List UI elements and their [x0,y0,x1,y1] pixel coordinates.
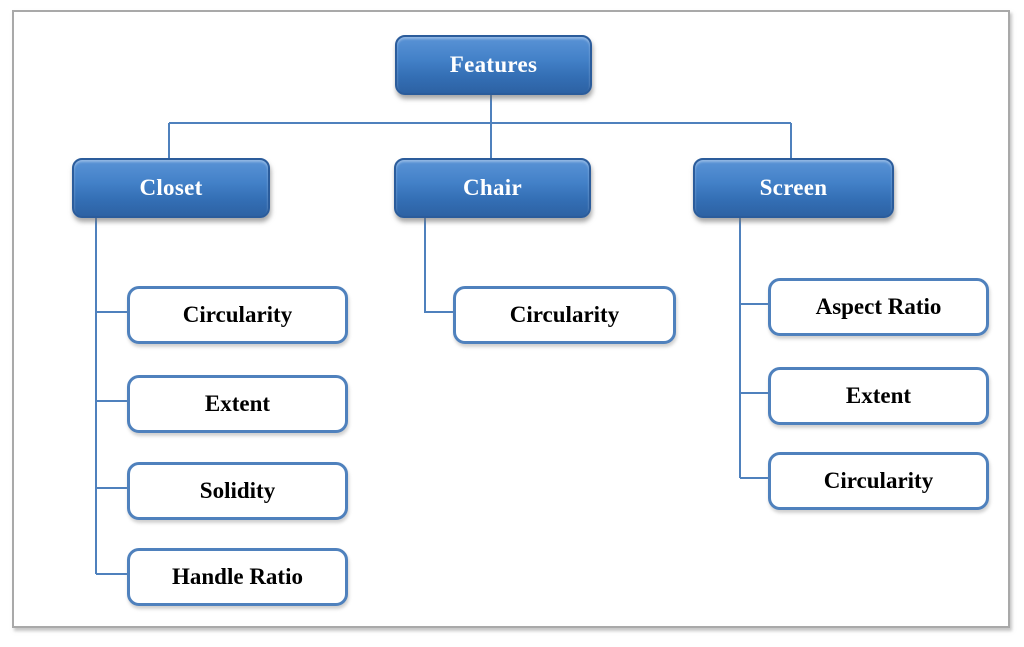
leaf-closet-circularity: Circularity [127,286,348,344]
node-closet: Closet [72,158,270,218]
leaf-closet-solidity: Solidity [127,462,348,520]
leaf-chair-circularity: Circularity [453,286,676,344]
leaf-screen-aspect-ratio: Aspect Ratio [768,278,989,336]
node-features: Features [395,35,592,95]
leaf-closet-extent: Extent [127,375,348,433]
node-chair: Chair [394,158,591,218]
leaf-screen-extent: Extent [768,367,989,425]
node-screen: Screen [693,158,894,218]
leaf-screen-circularity: Circularity [768,452,989,510]
leaf-closet-handle-ratio: Handle Ratio [127,548,348,606]
